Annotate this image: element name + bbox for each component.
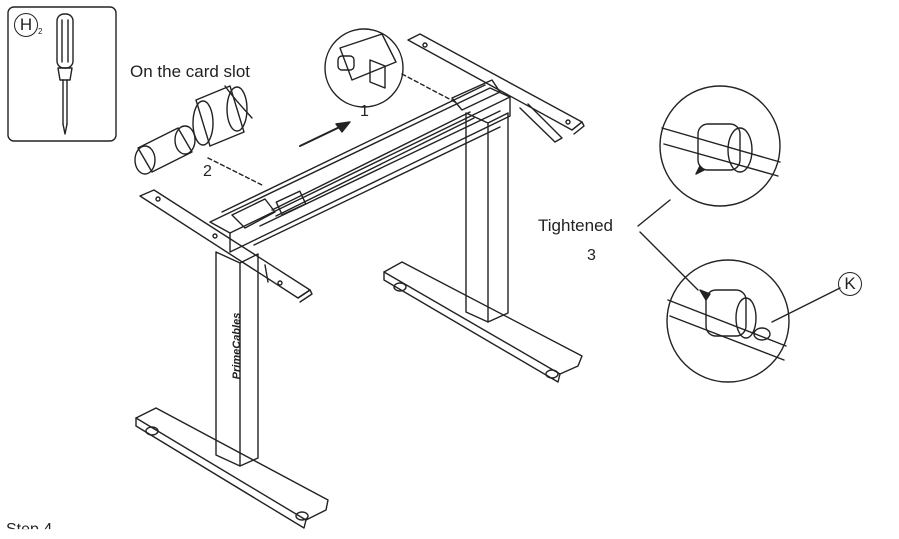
screwdriver-panel bbox=[7, 6, 117, 142]
right-foot bbox=[383, 261, 583, 383]
caption-tightened: Tightened bbox=[538, 216, 613, 235]
left-leg bbox=[215, 251, 259, 467]
collar-parts bbox=[134, 85, 263, 186]
tool-label-h: H bbox=[14, 13, 38, 37]
brand-logo: PrimeCables bbox=[231, 312, 243, 380]
caption-card-slot: On the card slot bbox=[130, 62, 251, 81]
detail-1-inset bbox=[324, 28, 456, 108]
top-frame bbox=[209, 79, 511, 253]
detail-3-upper-inset bbox=[659, 85, 781, 207]
leader-lines bbox=[637, 199, 841, 323]
left-top-bracket bbox=[139, 189, 313, 303]
step-2-label: 2 bbox=[203, 163, 212, 180]
step-3-label: 3 bbox=[587, 247, 596, 264]
left-foot bbox=[135, 407, 329, 529]
tool-label-sub: 2 bbox=[38, 27, 43, 36]
footer-step-text: Step 4 bbox=[6, 521, 53, 538]
step-1-label: 1 bbox=[360, 103, 369, 120]
right-top-bracket bbox=[407, 33, 585, 143]
screwdriver-icon bbox=[56, 13, 74, 135]
tool-label-h-text: H bbox=[19, 15, 33, 34]
part-k-text: K bbox=[844, 274, 856, 293]
part-k-label: K bbox=[838, 272, 862, 296]
right-leg bbox=[465, 112, 509, 323]
detail-3-lower-inset bbox=[666, 259, 790, 383]
direction-arrow bbox=[299, 121, 351, 147]
